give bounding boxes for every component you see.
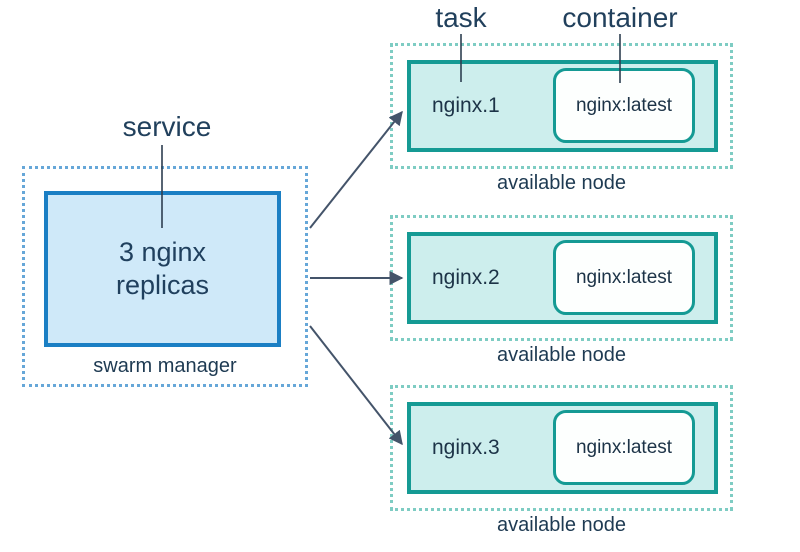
available-node-2: nginx.2 nginx:latest available node	[390, 215, 733, 367]
swarm-manager-group: 3 nginx replicas swarm manager	[22, 166, 308, 387]
arrow-to-node-3	[309, 325, 403, 446]
node-1-container-box: nginx:latest	[553, 68, 695, 143]
container-label: container	[562, 2, 678, 33]
node-3-caption: available node	[497, 514, 626, 536]
node-1-task-name: nginx.1	[432, 94, 500, 117]
node-1-task-box: nginx.1 nginx:latest	[407, 60, 718, 152]
node-2-task-box: nginx.2 nginx:latest	[407, 232, 718, 324]
arrow-to-node-1	[309, 110, 403, 229]
node-3-task-name: nginx.3	[432, 436, 500, 459]
node-2-boundary: nginx.2 nginx:latest	[390, 215, 733, 341]
task-label: task	[435, 2, 487, 33]
node-1-container-image: nginx:latest	[575, 94, 673, 116]
available-node-3: nginx.3 nginx:latest available node	[390, 385, 733, 537]
service-box-text: 3 nginx replicas	[115, 237, 210, 300]
node-2-caption: available node	[497, 344, 626, 366]
node-1-caption: available node	[497, 172, 626, 194]
service-label: service	[122, 111, 212, 142]
node-3-task-box: nginx.3 nginx:latest	[407, 402, 718, 494]
node-3-container-image: nginx:latest	[575, 436, 673, 458]
node-2-container-image: nginx:latest	[575, 266, 673, 288]
node-2-container-box: nginx:latest	[553, 240, 695, 315]
node-2-task-name: nginx.2	[432, 266, 500, 289]
node-3-container-box: nginx:latest	[553, 410, 695, 485]
swarm-manager-caption: swarm manager	[93, 355, 237, 377]
available-node-1: nginx.1 nginx:latest available node	[390, 43, 733, 195]
node-3-boundary: nginx.3 nginx:latest	[390, 385, 733, 511]
node-1-boundary: nginx.1 nginx:latest	[390, 43, 733, 169]
service-box: 3 nginx replicas	[44, 191, 281, 347]
